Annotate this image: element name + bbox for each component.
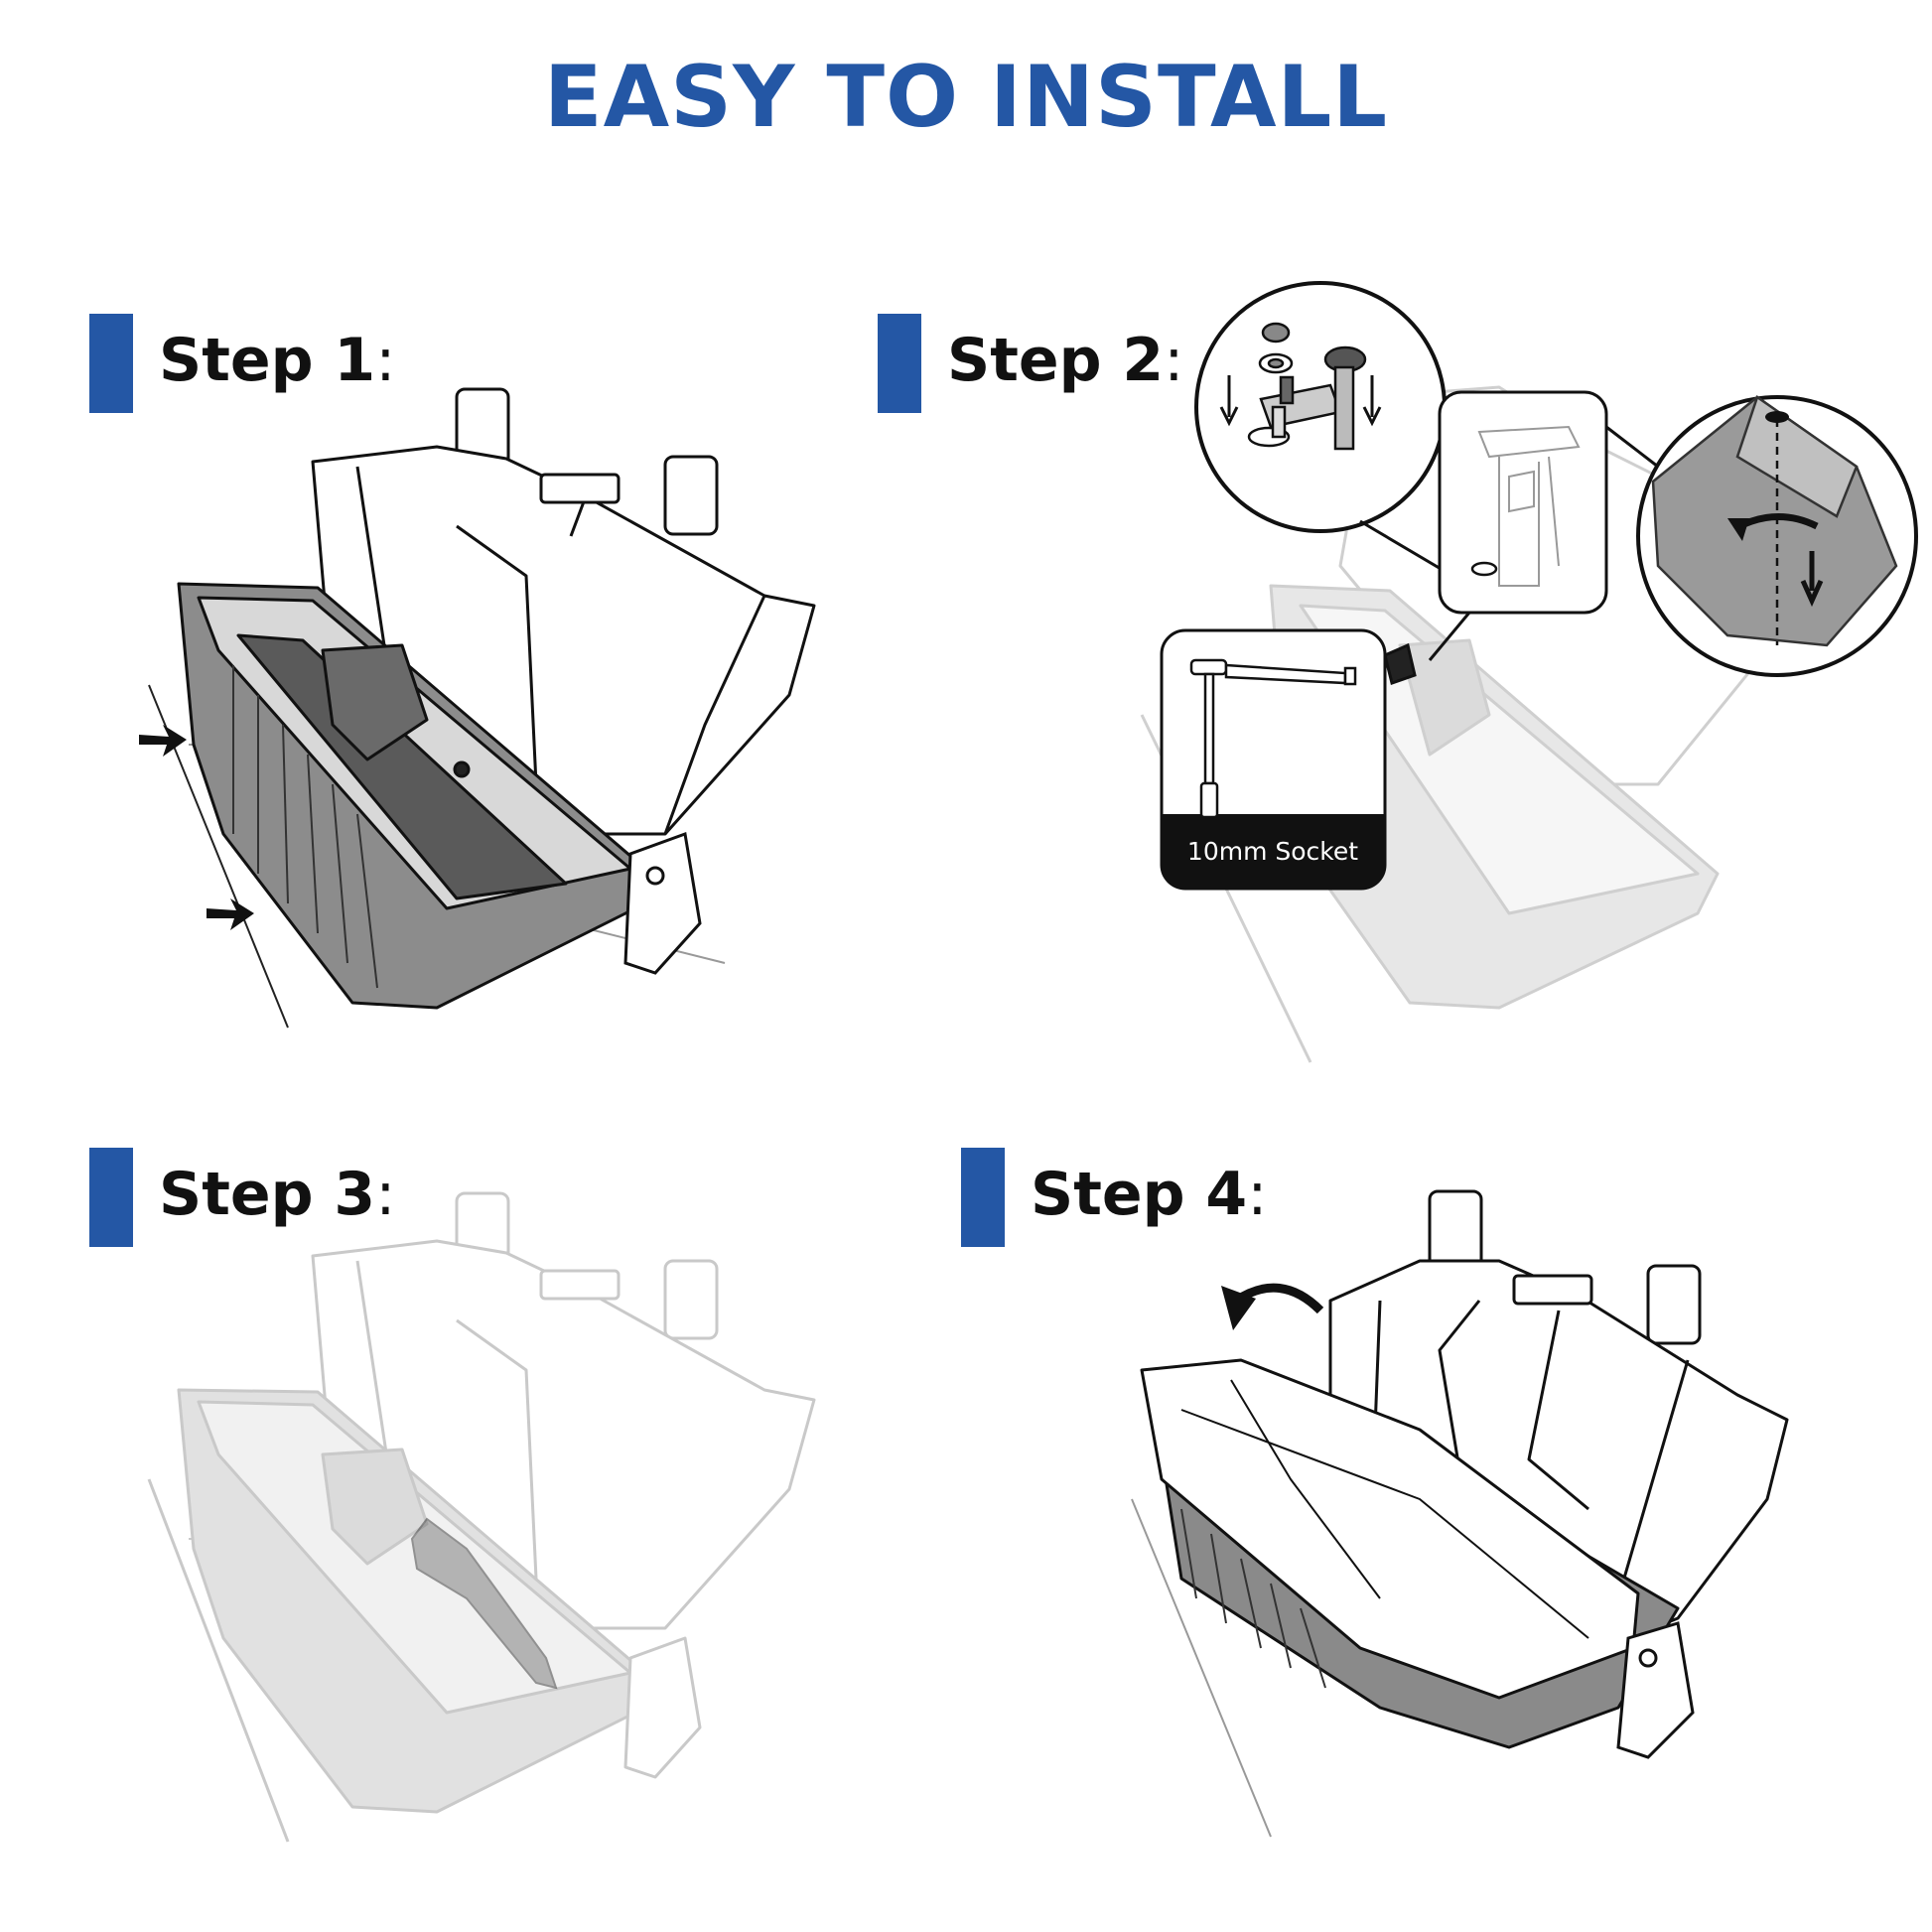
step-4-label: Step 4	[1031, 1160, 1248, 1229]
page-title: EASY TO INSTALL	[543, 48, 1389, 147]
arrow-down-icon	[1800, 551, 1824, 608]
step-1-accent-bar	[89, 314, 133, 413]
step-2-accent-bar	[878, 314, 921, 413]
tool-callout: 10mm Socket	[1160, 628, 1387, 891]
curved-arrow-icon	[1221, 1283, 1324, 1330]
step-4-illustration	[1131, 1189, 1789, 1838]
arrow-down-icon	[1362, 375, 1382, 427]
arrow-right-icon	[139, 725, 187, 757]
step-3-label: Step 3	[159, 1160, 376, 1229]
step-1-label: Step 1	[159, 326, 376, 395]
step-3-accent-bar	[89, 1148, 133, 1247]
step-2-label: Step 2	[947, 326, 1165, 395]
tool-label: 10mm Socket	[1187, 837, 1358, 866]
arrow-down-icon	[1219, 375, 1239, 427]
step-2-illustration: 10mm Socket	[1140, 281, 1918, 1063]
step-3-colon: :	[375, 1160, 396, 1229]
arrow-right-icon	[207, 898, 254, 930]
step-4-colon: :	[1247, 1160, 1268, 1229]
rotate-arrow-icon	[1727, 513, 1819, 541]
step-1-illustration	[139, 387, 816, 1029]
step-1-colon: :	[375, 326, 396, 395]
step-3-illustration	[147, 1191, 816, 1843]
step-2-colon: :	[1164, 326, 1184, 395]
step-4-accent-bar	[961, 1148, 1005, 1247]
